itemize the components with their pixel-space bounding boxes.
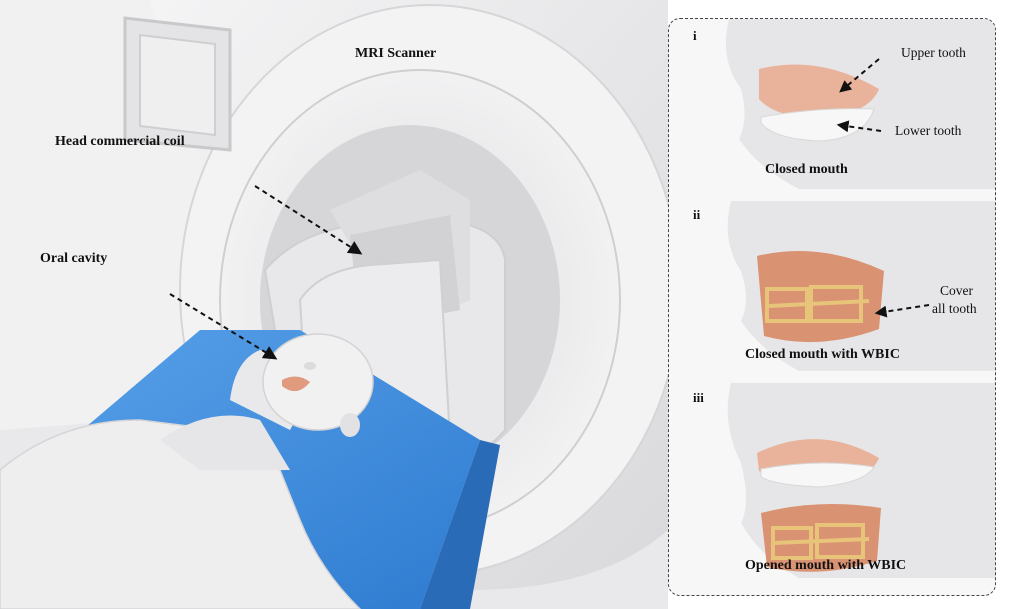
- wbic-cover: [757, 251, 884, 343]
- oral-cavity-label: Oral cavity: [40, 251, 108, 266]
- oral-pointer-arrow: [169, 293, 278, 360]
- teeth-row: [760, 108, 875, 142]
- patient-body: [0, 333, 374, 609]
- coil-pointer-arrow: [254, 185, 363, 255]
- caption-opened-mouth-wbic: Opened mouth with WBIC: [745, 558, 907, 573]
- cover-label-line1: Cover: [940, 283, 973, 298]
- patient-head: [262, 333, 374, 431]
- open-wbic-cover: [761, 504, 881, 572]
- wbic-coil-traces: [765, 285, 870, 323]
- mouth-detail-inset: i Upper tooth Lower tooth Closed mouth i…: [668, 18, 996, 596]
- head-coil-label: Head commercial coil: [55, 134, 185, 149]
- cover-label-line2: all tooth: [932, 301, 977, 316]
- patient-ear: [340, 413, 360, 437]
- opened-mouth-wbic-illustration: [727, 383, 995, 578]
- closed-mouth-illustration: [725, 19, 995, 189]
- caption-closed-mouth-wbic: Closed mouth with WBIC: [745, 347, 900, 362]
- panel-opened-mouth-wbic: iii Opened mouth with WBIC: [669, 383, 995, 595]
- closed-mouth-wbic-illustration: [727, 201, 995, 371]
- upper-tooth-label: Upper tooth: [901, 45, 966, 60]
- patient-table-edge: [420, 440, 500, 609]
- lower-tooth-label: Lower tooth: [895, 123, 962, 138]
- open-upper-teeth: [760, 462, 875, 488]
- open-wbic-coil-traces: [771, 523, 870, 560]
- mri-scanner-label: MRI Scanner: [355, 46, 437, 61]
- panel-closed-mouth-wbic: ii Cover all tooth Closed mouth with WBI…: [669, 201, 995, 391]
- panel-numeral-ii: ii: [693, 207, 701, 222]
- patient-mouth: [282, 376, 310, 392]
- upper-gum: [759, 64, 879, 119]
- scanner-window-panel: [123, 16, 232, 152]
- panel-closed-mouth: i Upper tooth Lower tooth Closed mouth: [669, 19, 995, 209]
- panel-numeral-i: i: [693, 28, 697, 43]
- panel-numeral-iii: iii: [693, 390, 704, 405]
- caption-closed-mouth: Closed mouth: [765, 162, 848, 177]
